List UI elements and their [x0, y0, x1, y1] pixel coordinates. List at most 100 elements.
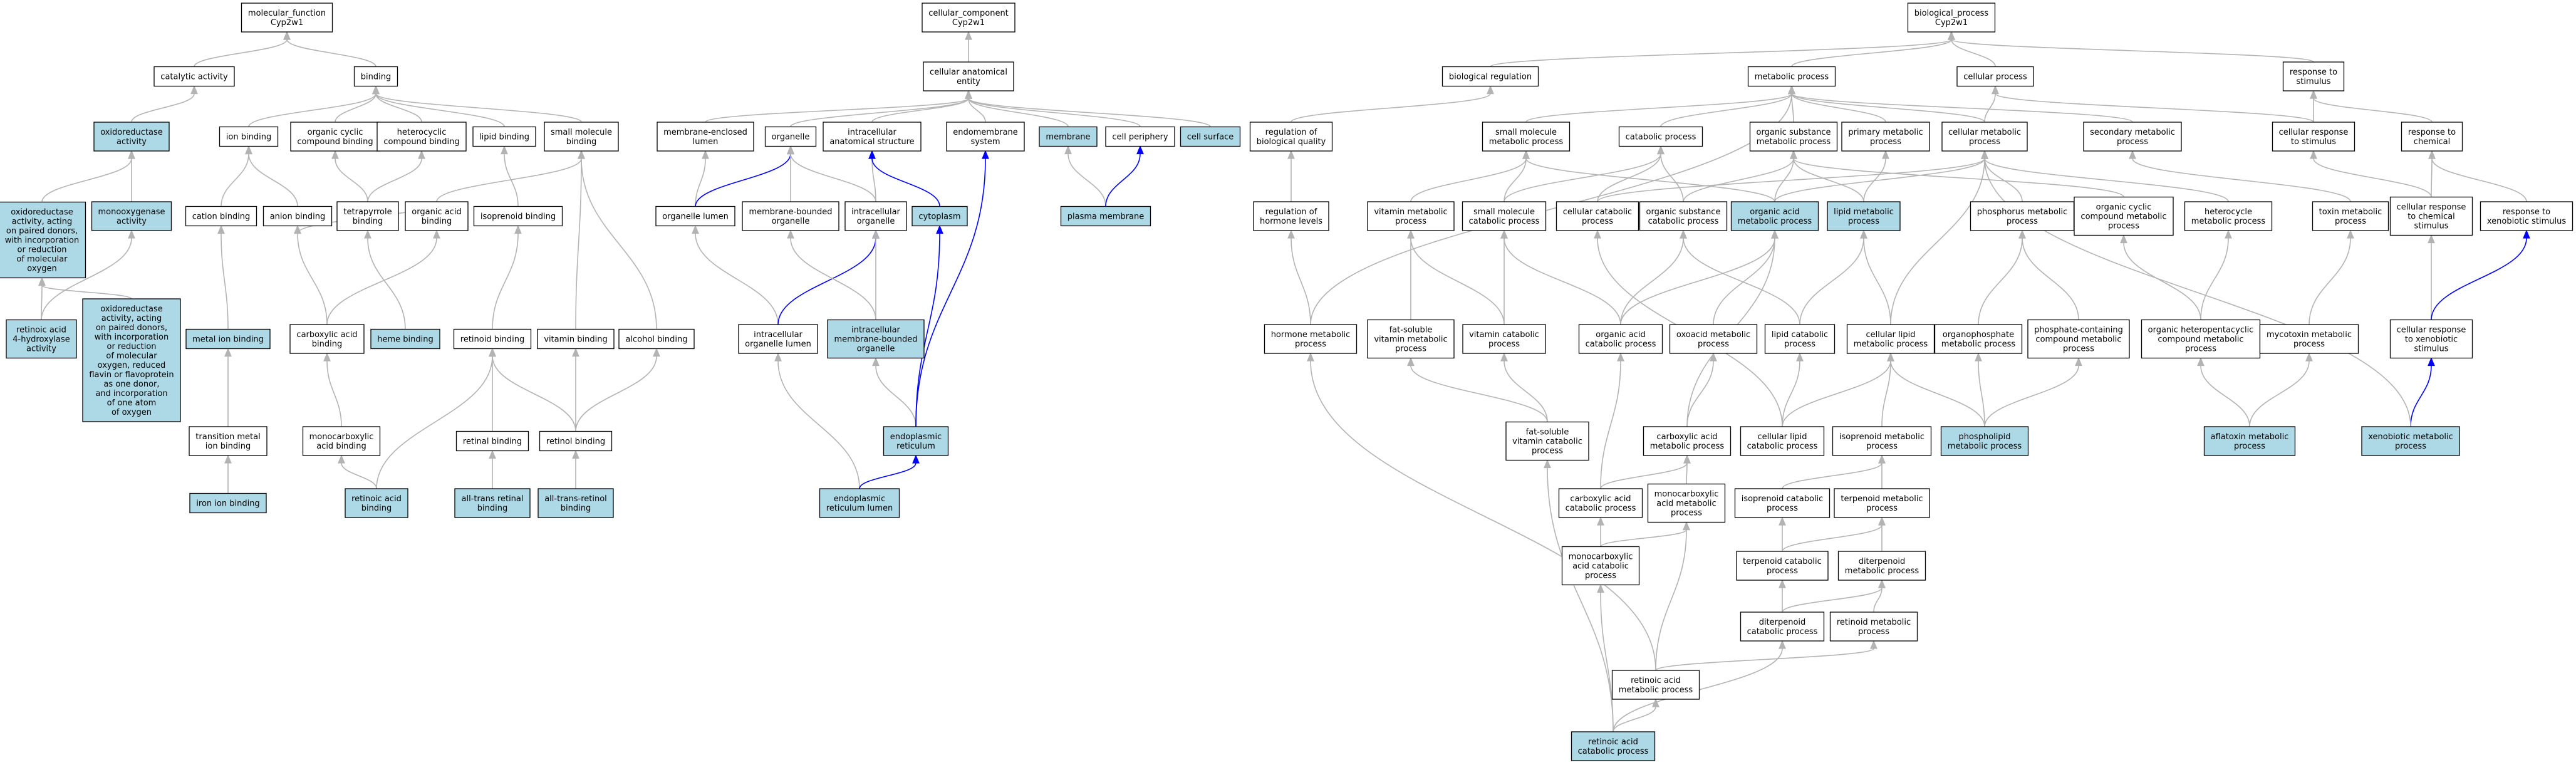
go-term-node-plasma-membrane[interactable]: plasma membrane [1060, 206, 1151, 227]
go-term-node-anion-binding[interactable]: anion binding [262, 206, 333, 227]
go-term-node-cation-binding[interactable]: cation binding [185, 206, 257, 227]
go-term-node-organelle-lumen[interactable]: organelle lumen [655, 206, 735, 227]
go-term-node-cell-periphery[interactable]: cell periphery [1105, 126, 1175, 147]
go-term-node-cell-surface[interactable]: cell surface [1180, 126, 1241, 147]
go-term-node-metabolic-process[interactable]: metabolic process [1747, 66, 1836, 87]
go-term-node-retinal-binding[interactable]: retinal binding [455, 430, 529, 452]
go-term-node-catalytic[interactable]: catalytic activity [153, 66, 235, 87]
go-term-node-organelle[interactable]: organelle [764, 126, 817, 147]
go-term-node-cytoplasm[interactable]: cytoplasm [911, 206, 968, 227]
go-term-node-metal-ion-binding[interactable]: metal ion binding [185, 328, 271, 350]
go-term-node-binding[interactable]: binding [353, 66, 398, 87]
go-term-node-retinol-binding[interactable]: retinol binding [539, 430, 613, 452]
go-term-node-vitamin-binding[interactable]: vitamin binding [537, 328, 615, 350]
go-term-node-membrane[interactable]: membrane [1039, 126, 1098, 147]
go-term-node-ion-binding[interactable]: ion binding [219, 126, 279, 147]
go-term-node-lipid-binding[interactable]: lipid binding [472, 126, 536, 147]
go-term-node-heme-binding[interactable]: heme binding [370, 328, 440, 350]
go-term-node-retinoid-binding[interactable]: retinoid binding [453, 328, 532, 350]
go-term-node-iron-ion-binding[interactable]: iron ion binding [189, 492, 267, 514]
go-term-node-bio-regulation[interactable]: biological regulation [1441, 66, 1539, 87]
go-term-node-cellular-process[interactable]: cellular process [1956, 66, 2034, 87]
go-term-node-catabolic-process[interactable]: catabolic process [1618, 126, 1703, 147]
